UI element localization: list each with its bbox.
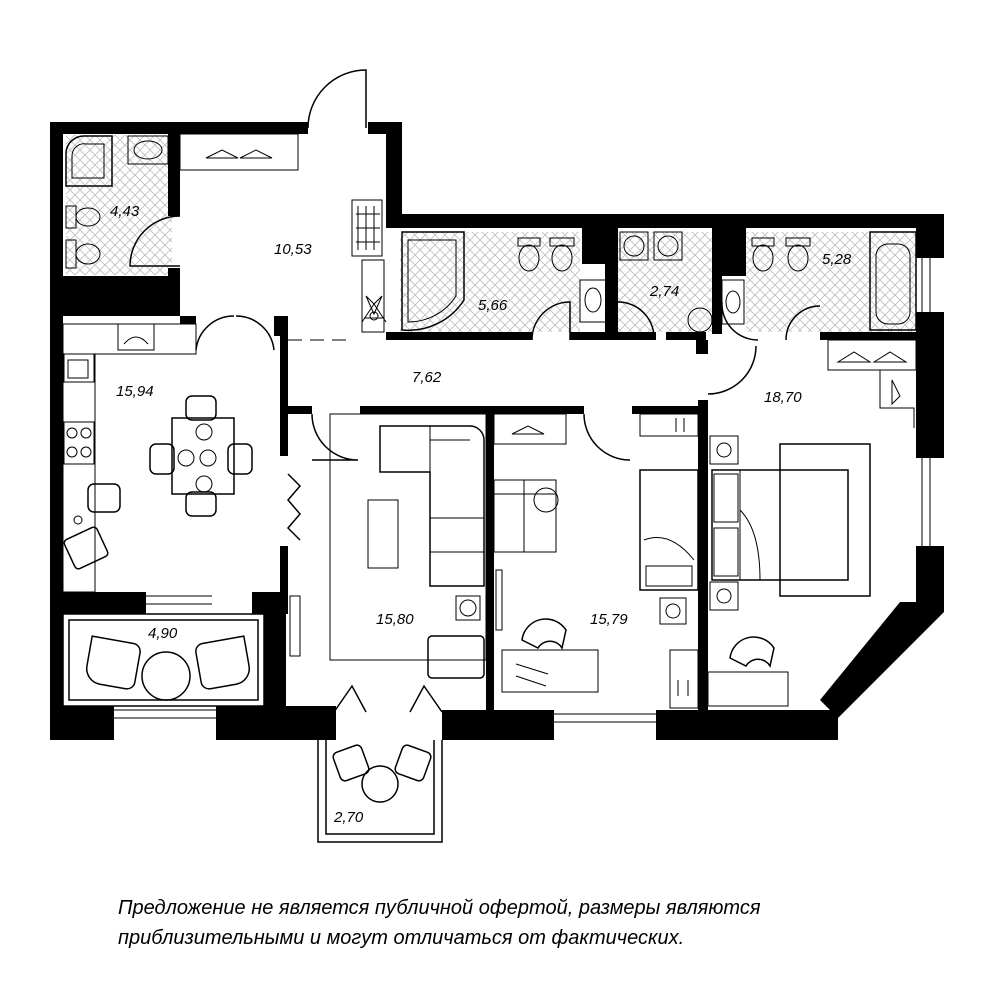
armchair-icon (63, 483, 121, 570)
room-area-bath-main: 5,66 (478, 297, 508, 314)
room-area-bedroom: 15,79 (590, 611, 628, 628)
room-area-bath-small: 4,43 (110, 203, 140, 220)
toilet-icon (65, 205, 811, 272)
wardrobe-hanger-icon (179, 133, 917, 445)
floor-plan: 4,43 10,53 5,66 2,74 5,28 15,94 7,62 18,… (50, 69, 944, 843)
windows (114, 258, 931, 723)
disclaimer: Предложение не является публичной оферто… (118, 893, 938, 953)
balcony-furniture (332, 744, 432, 803)
bed-icon (639, 469, 699, 591)
loggia-furniture (85, 635, 251, 701)
master-bedroom-fixtures (707, 435, 871, 707)
kitchen-fixtures (62, 323, 253, 593)
room-area-living: 15,80 (376, 611, 414, 628)
room-area-kitchen: 15,94 (116, 383, 154, 400)
plant-icon (361, 295, 387, 323)
disclaimer-line-1: Предложение не является публичной оферто… (118, 897, 761, 919)
bed-icon (711, 443, 871, 597)
hall-fixtures (351, 199, 387, 333)
dining-table-icon (149, 395, 253, 517)
desk-icon (493, 479, 599, 693)
door-swing-icon (129, 69, 821, 713)
sink-icon (63, 353, 95, 383)
shower-icon (65, 135, 113, 187)
bathroom-fixtures (65, 135, 917, 333)
bedroom-fixtures (493, 413, 699, 709)
armchair-icon (521, 618, 567, 650)
room-area-loggia-left: 4,90 (148, 625, 178, 642)
living-room-fixtures (289, 413, 487, 679)
sofa-icon (379, 425, 485, 679)
room-area-bath-master: 5,28 (822, 251, 852, 268)
room-area-balcony: 2,70 (333, 809, 364, 826)
room-area-bedroom-master: 18,70 (764, 389, 802, 406)
room-area-corridor: 7,62 (412, 369, 442, 386)
area-labels: 4,43 10,53 5,66 2,74 5,28 15,94 7,62 18,… (110, 203, 852, 826)
disclaimer-line-2: приблизительными и могут отличаться от ф… (118, 927, 685, 949)
stove-icon (63, 323, 155, 465)
room-area-hall: 10,53 (274, 241, 312, 258)
sink-icon (127, 135, 745, 333)
room-area-wc: 2,74 (649, 283, 679, 300)
washing-machine-icon (619, 231, 683, 261)
bathtub-icon (401, 231, 917, 332)
armchair-icon (729, 636, 775, 668)
walls (50, 122, 944, 740)
